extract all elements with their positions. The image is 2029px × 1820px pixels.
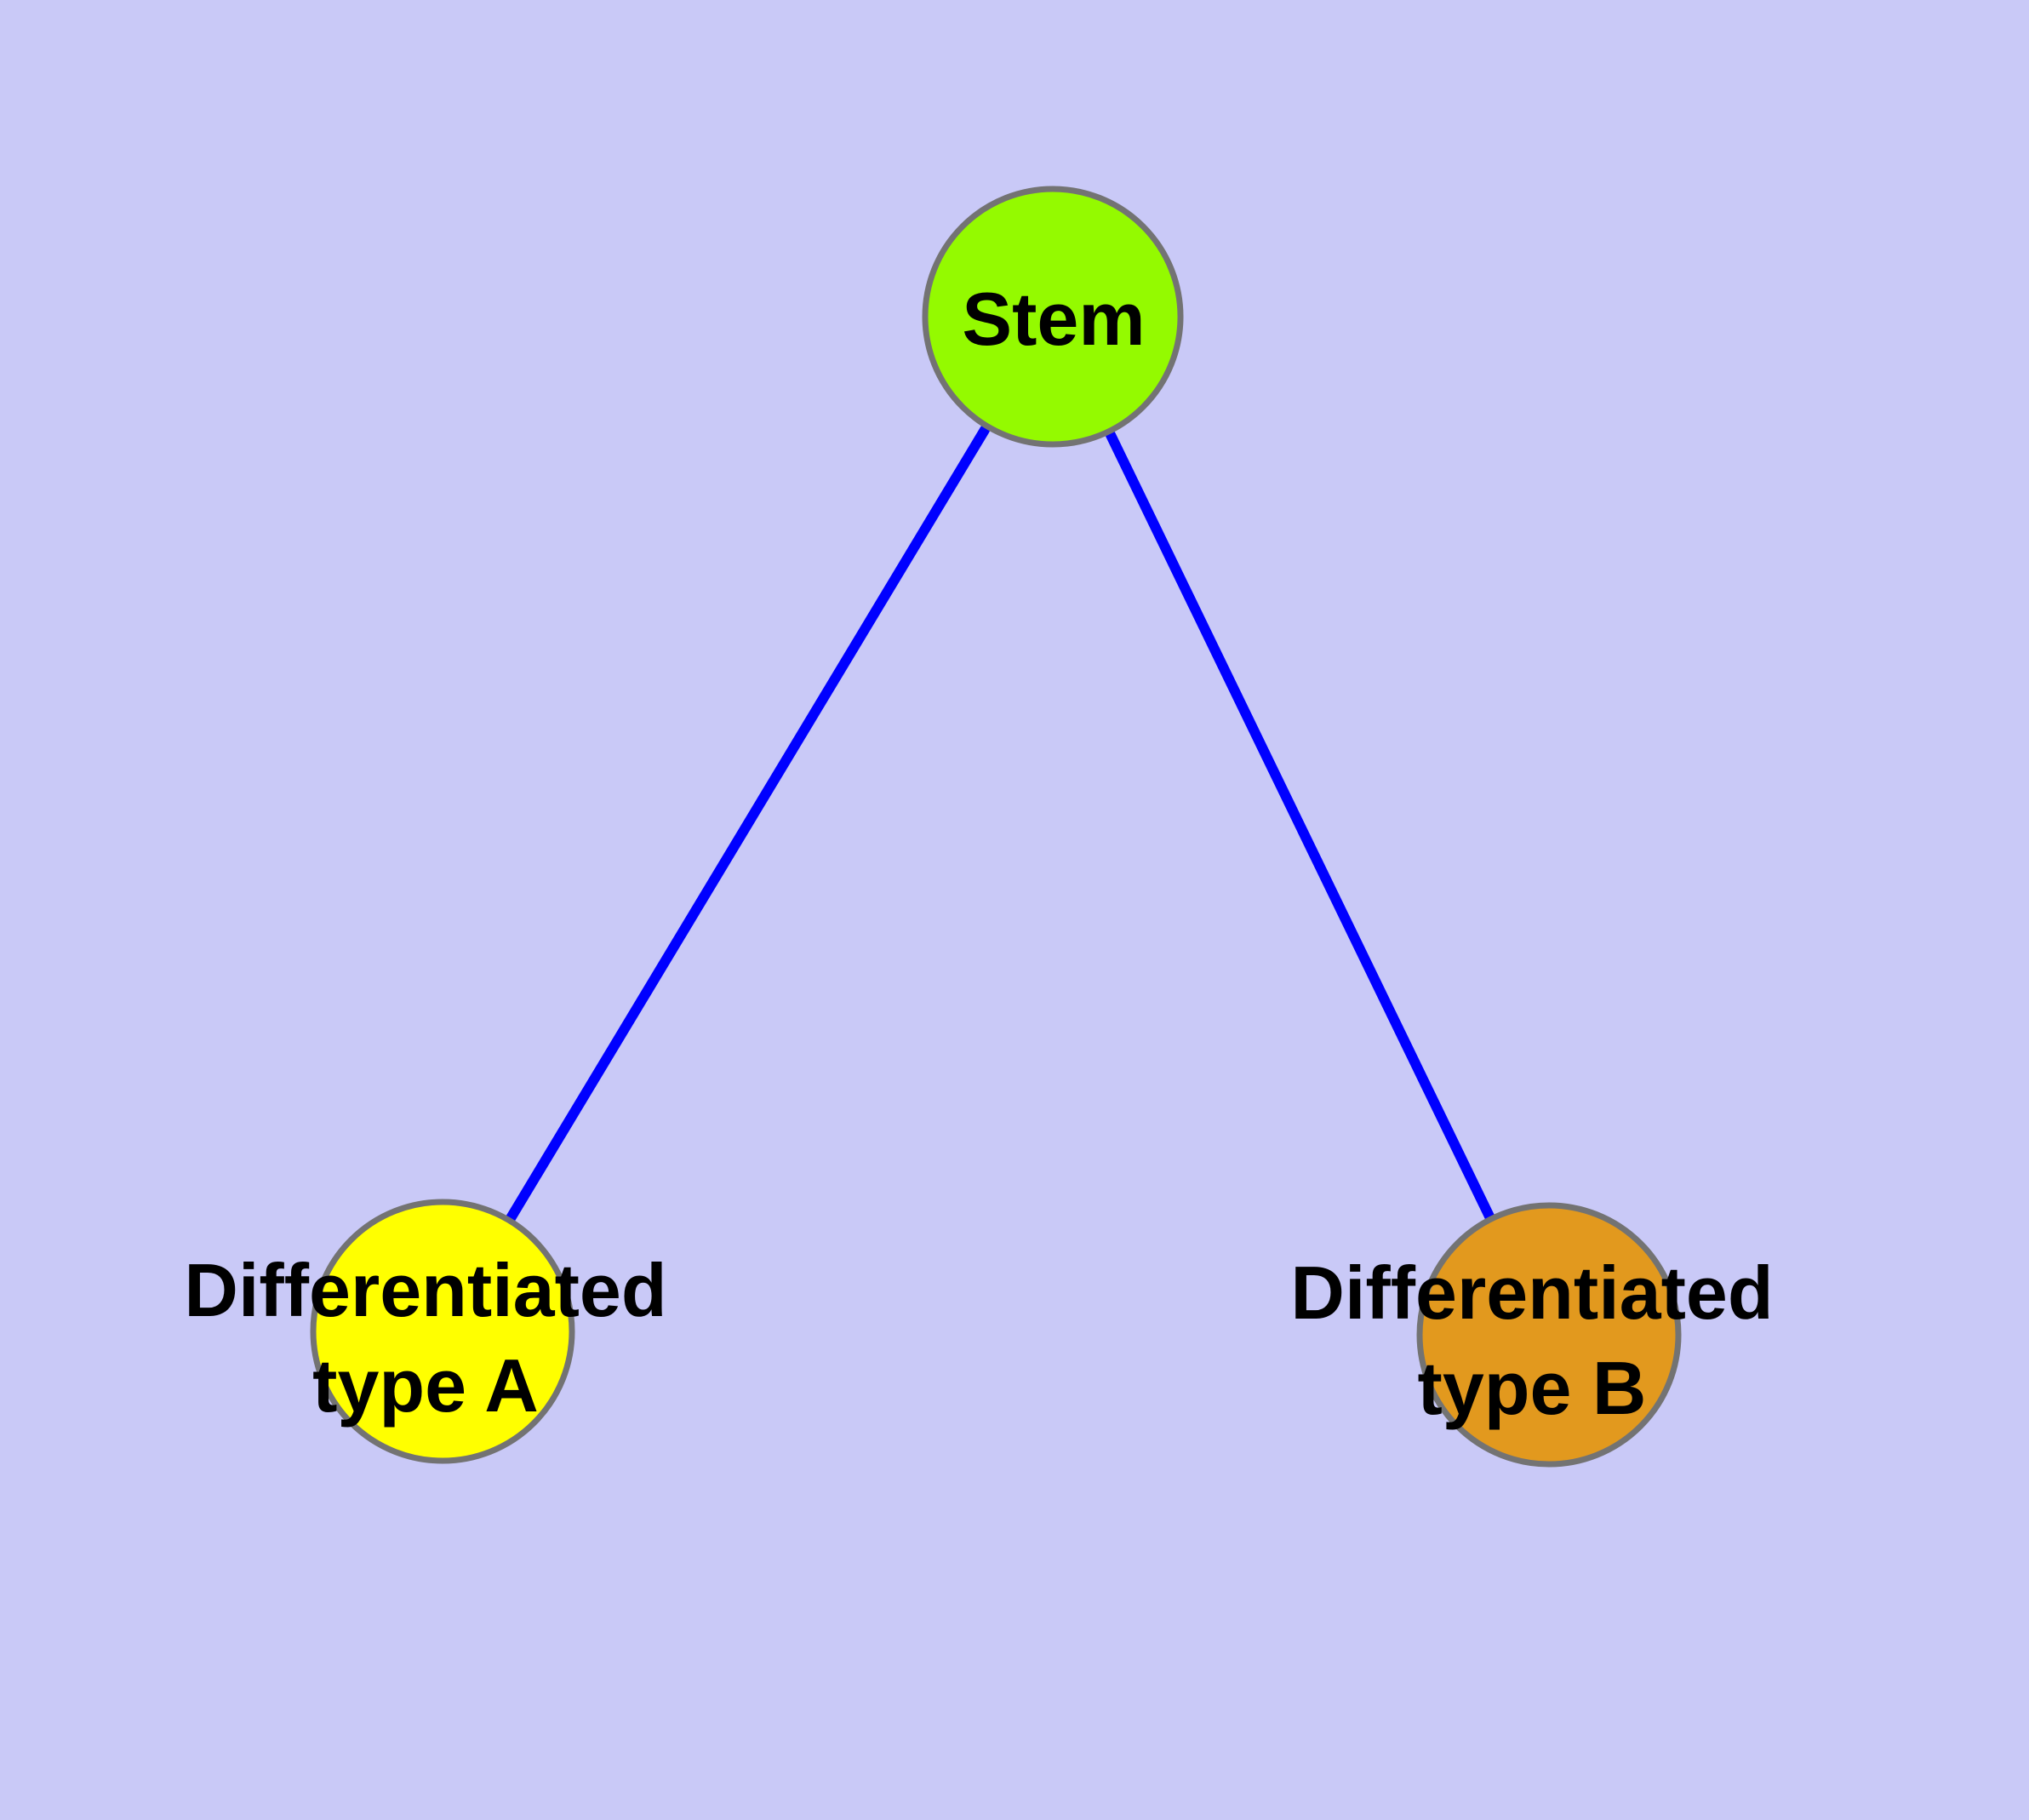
edge-stem-to-type-a [506,425,990,1223]
type-b-node [1416,1202,1682,1468]
type-a-node [310,1199,575,1464]
type-b-label-line2: type B [1417,1346,1647,1430]
stem-node [922,186,1184,448]
type-a-node-label: Differentiated type A [184,1243,666,1434]
edge-stem-to-type-b [1106,430,1496,1225]
type-a-label-line1: Differentiated [184,1248,667,1332]
stem-node-label-text: Stem [962,277,1146,361]
stem-node-label: Stem [962,272,1145,367]
type-a-label-line2: type A [312,1343,539,1428]
type-b-node-label: Differentiated type B [1290,1245,1773,1436]
type-b-label-line1: Differentiated [1290,1251,1774,1335]
